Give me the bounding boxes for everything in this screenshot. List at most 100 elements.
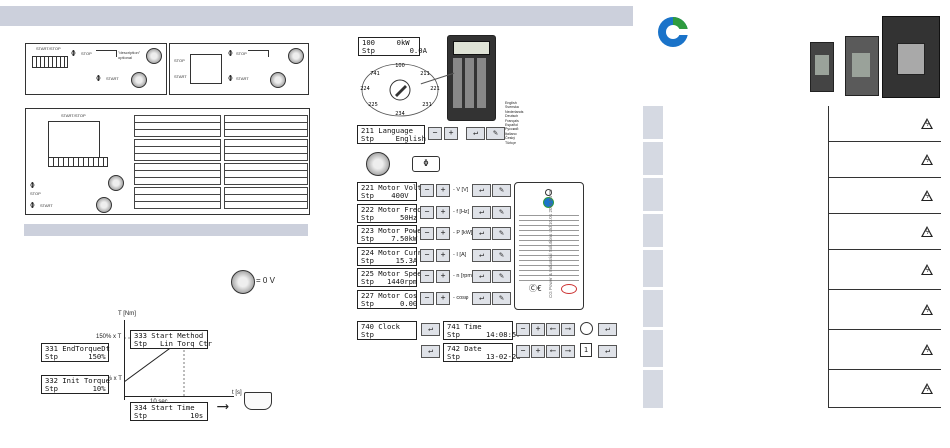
- lang-item[interactable]: Español: [505, 123, 518, 128]
- lang-item[interactable]: English: [505, 101, 517, 105]
- edit-button[interactable]: ✎: [492, 292, 511, 305]
- minus-button[interactable]: −: [420, 184, 434, 197]
- edit-button[interactable]: ✎: [492, 270, 511, 283]
- high-voltage-warning-icon: ϟ: [921, 304, 933, 315]
- side-tab[interactable]: [643, 106, 663, 139]
- minus-button[interactable]: −: [420, 249, 434, 262]
- wiring-diagram-box-2: STOP START Φ STOP Φ START: [169, 43, 309, 95]
- motor-stopped-icon-3: [96, 197, 112, 213]
- unit-label: - V [V]: [453, 187, 469, 193]
- lang-item[interactable]: Deutsch: [505, 114, 519, 119]
- enter-button-time[interactable]: ↵: [598, 323, 617, 336]
- minus-button[interactable]: −: [420, 270, 434, 283]
- edit-button[interactable]: ✎: [492, 249, 511, 262]
- settings-table-6: [224, 163, 308, 185]
- settings-table-2: [224, 115, 308, 137]
- wiring-diagram-box-1: START/STOP Φ STOP "description" optional…: [25, 43, 167, 95]
- enter-button[interactable]: ↵: [472, 270, 491, 283]
- pencil-icon: ✎: [499, 293, 504, 302]
- stop-symbol-icon-3: Φ: [30, 201, 35, 210]
- side-tab[interactable]: [643, 290, 663, 327]
- dial-label-225: 225: [368, 102, 378, 108]
- plus-button-date[interactable]: +: [531, 345, 545, 358]
- softstarter-product-medium: [845, 36, 879, 96]
- unit-label: - cosφ: [453, 295, 469, 301]
- enter-button-date[interactable]: ↵: [598, 345, 617, 358]
- arrow-to-book-icon: ⟶: [218, 396, 228, 415]
- side-tab[interactable]: [643, 178, 663, 211]
- language-list: English Svenska Nederlands Deutsch Franç…: [505, 101, 523, 145]
- pulse-signal-icon-2: [248, 50, 269, 57]
- lcd-741-line2: Stp 14:08:57: [447, 330, 521, 340]
- edit-button[interactable]: ✎: [492, 227, 511, 240]
- enter-button[interactable]: ↵: [472, 227, 491, 240]
- left-button-time[interactable]: ⟵: [546, 323, 560, 336]
- plus-button[interactable]: +: [436, 270, 450, 283]
- plus-button[interactable]: +: [436, 249, 450, 262]
- lang-item[interactable]: Český: [505, 136, 515, 141]
- lang-item[interactable]: Français: [505, 118, 519, 123]
- edit-button-lang[interactable]: ✎: [486, 127, 505, 140]
- enter-button[interactable]: ↵: [472, 292, 491, 305]
- plus-button[interactable]: +: [436, 227, 450, 240]
- pencil-icon: ✎: [499, 271, 504, 280]
- settings-table-8: [224, 187, 308, 209]
- lcd-211-line2: Stp English: [361, 134, 426, 144]
- minus-button[interactable]: −: [420, 227, 434, 240]
- pulse-signal-icon: [96, 50, 117, 57]
- plus-button[interactable]: +: [436, 184, 450, 197]
- left-button-date[interactable]: ⟵: [546, 345, 560, 358]
- plus-button[interactable]: +: [436, 206, 450, 219]
- minus-button[interactable]: −: [420, 206, 434, 219]
- side-tab[interactable]: [643, 214, 663, 247]
- lcd-334-line2: Stp 10s: [134, 411, 204, 421]
- zero-volt-label: = 0 V: [256, 276, 275, 285]
- lang-item[interactable]: Svenska: [505, 105, 519, 110]
- side-tab[interactable]: [643, 142, 663, 175]
- unit-label: - n [rpm]: [453, 273, 474, 279]
- edit-button[interactable]: ✎: [492, 206, 511, 219]
- enter-button[interactable]: ↵: [472, 206, 491, 219]
- plus-button-lang[interactable]: +: [444, 127, 458, 140]
- lang-item[interactable]: Türkçe: [505, 140, 516, 145]
- right-button-time[interactable]: ⟶: [561, 323, 575, 336]
- lcd-331-end-torque: 331 EndTorqueDt Stp 150%: [41, 343, 110, 362]
- lcd-100-line2: Stp 0.0A: [362, 46, 427, 56]
- lang-item[interactable]: Italiano: [505, 131, 517, 136]
- side-tab[interactable]: [643, 250, 663, 287]
- minus-button-date[interactable]: −: [516, 345, 530, 358]
- manual-book-icon: [244, 392, 272, 410]
- dial-pencil-icon: [395, 85, 407, 97]
- start-symbol-icon-2: Φ: [228, 49, 233, 58]
- enter-button-date-prev[interactable]: ↵: [421, 345, 440, 358]
- lcd-motor-param: 227 Motor Cos Stp 0.00: [357, 290, 417, 309]
- edit-button[interactable]: ✎: [492, 184, 511, 197]
- enter-button-lang[interactable]: ↵: [466, 127, 485, 140]
- right-button-date[interactable]: ⟶: [561, 345, 575, 358]
- side-tab[interactable]: [643, 330, 663, 367]
- lang-item[interactable]: Русский: [505, 127, 519, 132]
- lcd-331-line1: 331 EndTorqueDt: [45, 344, 110, 353]
- plus-button[interactable]: +: [436, 292, 450, 305]
- minus-button-lang[interactable]: −: [428, 127, 442, 140]
- lcd-param-line1: 227 Motor Cos: [361, 291, 418, 300]
- lcd-param-line2: Stp 7.50kW: [361, 234, 418, 244]
- dial-label-100: 100: [395, 63, 405, 69]
- minus-button-time[interactable]: −: [516, 323, 530, 336]
- time-axis-label: t [s]: [232, 390, 242, 396]
- plus-button-time[interactable]: +: [531, 323, 545, 336]
- lcd-741-line1: 741 Time: [447, 322, 482, 331]
- stop-symbol-icon: Φ: [96, 74, 101, 83]
- lang-item[interactable]: Nederlands: [505, 109, 524, 114]
- minus-button[interactable]: −: [420, 292, 434, 305]
- document-code: CG Power & Industrial Solutions Ltd 10.0…: [548, 189, 553, 298]
- description-note: "description" optional: [118, 50, 141, 60]
- start-label-4: START: [40, 203, 53, 208]
- lcd-740-line2: Stp: [361, 330, 374, 340]
- enter-button[interactable]: ↵: [472, 184, 491, 197]
- enter-button[interactable]: ↵: [472, 249, 491, 262]
- start-key-button[interactable]: Φ: [412, 156, 440, 172]
- enter-button-clock[interactable]: ↵: [421, 323, 440, 336]
- side-tab[interactable]: [643, 370, 663, 408]
